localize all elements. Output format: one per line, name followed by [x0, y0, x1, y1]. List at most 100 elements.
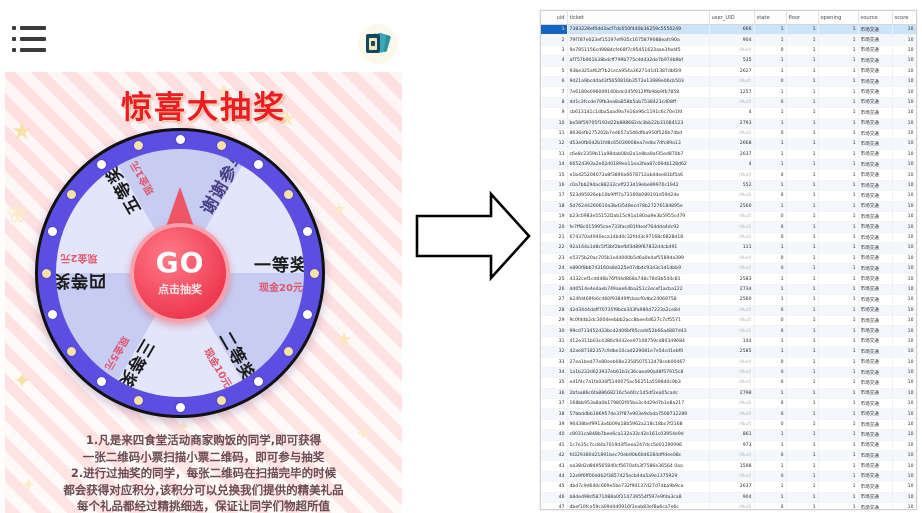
cell-floor: 1 — [786, 398, 819, 410]
cell-state: 0 — [754, 128, 787, 140]
cell-user_UID: 552 — [709, 180, 755, 192]
cell-score: 10 — [892, 325, 916, 337]
cell-source: 市场交通 — [858, 325, 893, 337]
column-header-state[interactable]: state — [754, 11, 787, 25]
column-header-score[interactable]: score — [892, 11, 916, 25]
cell-uid: 31 — [541, 336, 568, 348]
cell-user_UID: (Null) — [709, 325, 755, 337]
cell-opening: 1 — [818, 107, 859, 119]
cell-state: 0 — [754, 471, 787, 483]
cell-source: 市场交通 — [858, 221, 893, 233]
star-decoration: ★ — [331, 199, 348, 219]
list-menu-icon[interactable] — [12, 26, 46, 52]
cell-uid: 39 — [541, 419, 568, 431]
cell-user_UID: 2798 — [709, 388, 755, 400]
cell-state: 1 — [754, 159, 787, 171]
wheel-bulb — [254, 160, 264, 170]
cell-user_UID: 2627 — [709, 66, 755, 77]
cell-score: 10 — [892, 180, 916, 192]
wheel-bulb — [254, 376, 264, 386]
cell-floor: 1 — [786, 408, 819, 420]
cell-state: 1 — [754, 201, 787, 213]
cell-user_UID: 1598 — [709, 460, 755, 472]
cell-user_UID: (Null) — [709, 315, 755, 327]
spin-button[interactable]: GO 点击抽奖 — [130, 223, 230, 323]
column-header-user-uid[interactable]: user_UID — [709, 11, 755, 25]
column-header-floor[interactable]: floor — [786, 11, 819, 25]
cell-source: 市场交通 — [858, 118, 893, 129]
cell-user_UID: 111 — [709, 242, 755, 254]
cell-opening: 1 — [818, 284, 859, 296]
cell-state: 1 — [754, 242, 787, 254]
cell-state: 0 — [754, 190, 787, 202]
column-header-uid[interactable]: uid — [541, 11, 568, 25]
page-title: 惊喜大抽奖 — [121, 90, 286, 126]
column-header-opening[interactable]: opening — [818, 11, 859, 25]
cell-floor: 1 — [786, 232, 819, 244]
ticket-stack-icon[interactable] — [358, 24, 398, 64]
cell-ticket: 27ea1bed77e80eeb08e2358507512d78ceb00467 — [567, 357, 710, 368]
cell-state: 1 — [754, 388, 787, 400]
prize-wheel[interactable]: 一等奖 现金20元 二等奖 现金10元 三等奖 现金5元 四等奖 现金2元 — [35, 128, 325, 418]
cell-user_UID: (Null) — [709, 97, 755, 109]
cell-user_UID: (Null) — [709, 263, 755, 275]
cell-user_UID: 2560 — [709, 201, 755, 213]
cell-state: 0 — [754, 450, 787, 462]
cell-opening: 1 — [818, 263, 859, 275]
column-header-source[interactable]: source — [858, 11, 893, 25]
cell-score: 10 — [892, 388, 916, 400]
results-data-grid[interactable]: uid ticket user_UID state floor opening … — [540, 10, 917, 510]
cell-score: 10 — [892, 86, 916, 98]
cell-source: 市场交通 — [858, 180, 893, 192]
cell-source: 市场交通 — [858, 232, 893, 244]
column-header-ticket[interactable]: ticket — [567, 11, 710, 25]
